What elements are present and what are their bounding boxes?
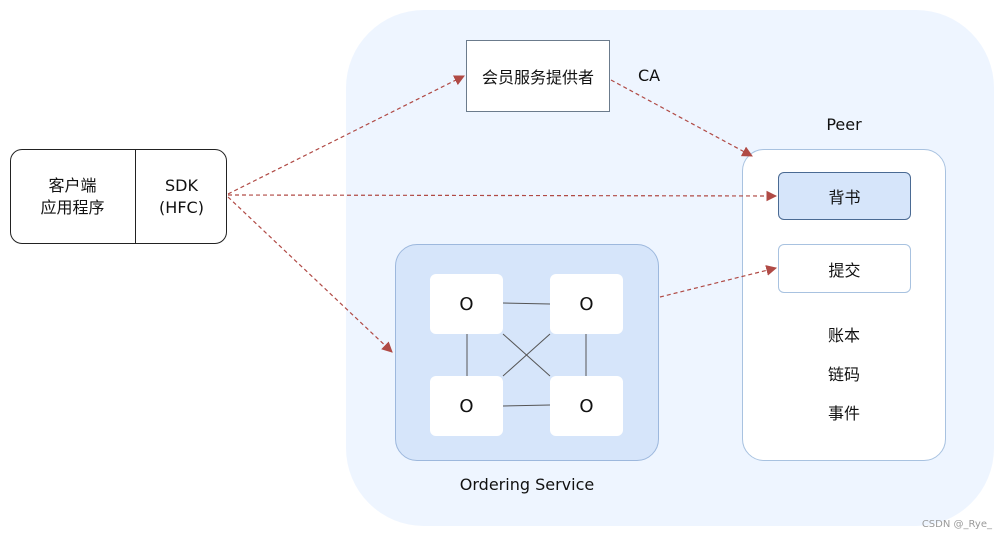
peer-item-events: 事件: [827, 404, 860, 423]
ca-label: CA: [638, 66, 661, 85]
orderer-node-bottom-left: O: [430, 376, 503, 436]
client-app-label: 客户端 应用程序: [10, 149, 135, 244]
arrow-sdk-to-msp: [227, 75, 465, 195]
sdk-label-line2: (HFC): [159, 197, 204, 217]
mesh-line-bottom: [502, 404, 551, 407]
endorse-box: 背书: [778, 172, 911, 220]
commit-box: 提交: [778, 244, 911, 293]
orderer-node-label: O: [459, 395, 474, 417]
orderer-node-label: O: [579, 395, 594, 417]
mesh-line-diagonal-2: [502, 333, 551, 377]
orderer-node-bottom-right: O: [550, 376, 623, 436]
client-app-label-line2: 应用程序: [40, 197, 105, 217]
sdk-label: SDK (HFC): [136, 149, 227, 244]
orderer-node-top-left: O: [430, 274, 503, 334]
orderer-node-top-right: O: [550, 274, 623, 334]
sdk-label-line1: SDK: [165, 175, 198, 195]
watermark: CSDN @_Rye_: [921, 519, 992, 530]
orderer-node-label: O: [579, 293, 594, 315]
arrow-sdk-to-ordering: [227, 196, 393, 353]
client-app-label-line1: 客户端: [48, 175, 97, 195]
membership-service-provider-box: 会员服务提供者: [466, 40, 610, 112]
flow-arrows: [227, 75, 778, 353]
arrow-ordering-to-commit: [659, 265, 778, 298]
mesh-line-top: [502, 302, 551, 305]
orderer-node-label: O: [459, 293, 474, 315]
peer-title: Peer: [826, 115, 862, 134]
commit-label: 提交: [828, 260, 861, 280]
membership-service-provider-label: 会员服务提供者: [481, 68, 594, 87]
arrow-msp-to-peer: [610, 79, 753, 157]
arrow-sdk-to-endorse: [227, 190, 778, 202]
peer-item-chaincode: 链码: [827, 365, 860, 384]
peer-item-ledger: 账本: [827, 326, 860, 345]
ordering-service-label: Ordering Service: [459, 475, 595, 494]
client-application-box: [10, 149, 227, 244]
orderer-mesh: [466, 302, 587, 407]
client-box-divider: [135, 149, 137, 244]
endorse-label: 背书: [828, 188, 861, 207]
